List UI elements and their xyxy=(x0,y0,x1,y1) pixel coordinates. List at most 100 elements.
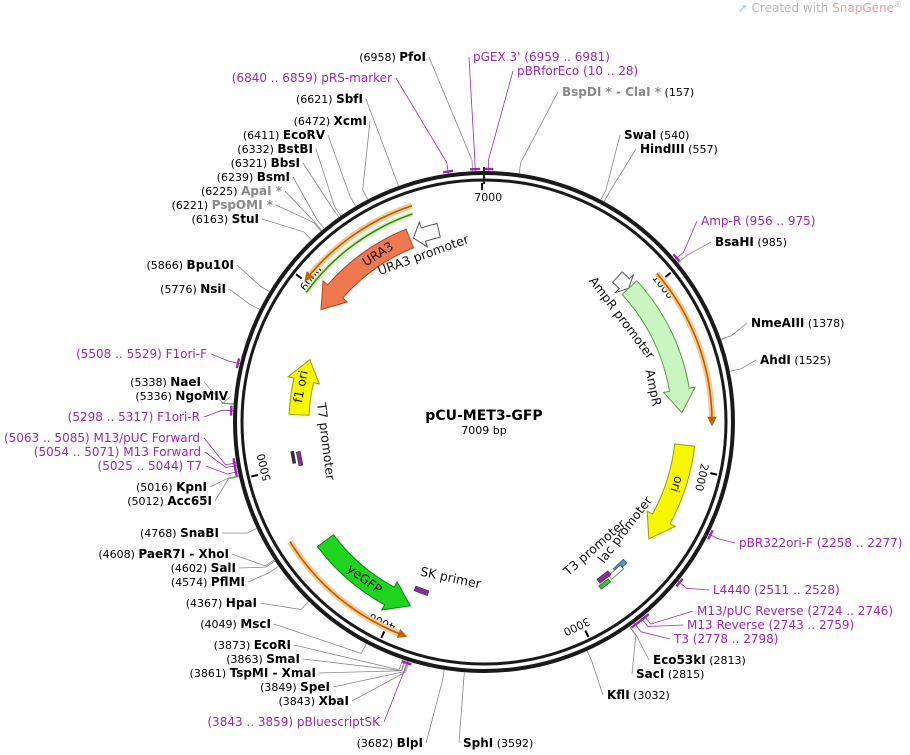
site-label: Amp-R (956 .. 975) xyxy=(701,214,815,228)
leader-line xyxy=(204,451,237,468)
site-label: (3873) EcoRI xyxy=(214,638,291,652)
tick-mark xyxy=(251,473,259,478)
primer-binding-mark xyxy=(442,169,454,174)
enzyme-name: Eco53kI xyxy=(653,653,706,667)
tick-mark xyxy=(710,472,718,476)
leader-line xyxy=(293,644,403,671)
enzyme-name: PaeR7I - XhoI xyxy=(138,547,229,561)
enzyme-coord: (6163) xyxy=(192,213,232,226)
leader-line xyxy=(292,176,325,229)
enzyme-name: MscI xyxy=(240,617,271,631)
enzyme-coord: (3863) xyxy=(226,653,266,666)
site-label: (4768) SnaBI xyxy=(140,526,219,540)
primer-name: L4440 xyxy=(713,583,750,597)
primer-binding-mark xyxy=(470,167,481,171)
leader-line xyxy=(677,580,710,591)
site-label: BspDI * - ClaI * (157) xyxy=(562,85,694,99)
site-label: M13/pUC Reverse (2724 .. 2746) xyxy=(697,604,893,618)
primer-coord: (2778 .. 2798) xyxy=(689,632,779,646)
site-label: (6472) XcmI xyxy=(294,114,367,128)
enzyme-coord: (6472) xyxy=(294,115,334,128)
leader-line xyxy=(362,120,371,200)
leader-line xyxy=(428,56,473,172)
site-label: (6411) EcoRV xyxy=(243,128,326,142)
leader-line xyxy=(221,528,257,534)
watermark-mark: ® xyxy=(894,0,902,9)
site-label: L4440 (2511 .. 2528) xyxy=(713,583,840,597)
enzyme-name: HpaI xyxy=(226,596,257,610)
primer-coord: (5063 .. 5085) xyxy=(4,431,94,445)
plasmid-length: 7009 bp xyxy=(461,424,506,437)
primer-coord: (6840 .. 6859) xyxy=(232,71,322,85)
site-label: SphI (3592) xyxy=(463,736,533,750)
site-label: AhdI (1525) xyxy=(760,353,831,367)
enzyme-name: SphI xyxy=(463,736,493,750)
sk-primer-mark xyxy=(413,585,430,596)
enzyme-name: TspMI - XmaI xyxy=(230,666,316,680)
leader-line xyxy=(383,660,408,723)
site-label: (6225) ApaI * xyxy=(201,184,283,198)
primer-coord: (2511 .. 2528) xyxy=(750,583,840,597)
primer-name: M13/pUC Forward xyxy=(93,431,200,445)
enzyme-coord: (2815) xyxy=(664,668,704,681)
tick-mark xyxy=(380,631,386,639)
site-label: (4049) MscI xyxy=(200,617,271,631)
enzyme-coord: (3873) xyxy=(214,639,254,652)
enzyme-name: KflI xyxy=(607,688,630,702)
leader-line xyxy=(238,560,276,569)
enzyme-name: EcoRV xyxy=(283,128,326,142)
lac-promoter-mark xyxy=(607,564,625,580)
site-label: SwaI (540) xyxy=(624,128,689,142)
primer-coord: (10 .. 28) xyxy=(579,64,638,78)
leader-line xyxy=(247,565,279,583)
leader-line xyxy=(640,617,684,627)
primer-name: pBluescriptSK xyxy=(297,715,381,729)
site-label: (4574) PflMI xyxy=(171,575,245,589)
primer-coord: (2258 .. 2277) xyxy=(813,536,903,550)
primer-name: M13 Forward xyxy=(123,445,201,459)
leader-line xyxy=(677,241,712,263)
leader-line xyxy=(629,626,650,661)
enzyme-name: Acc65I xyxy=(167,494,212,508)
enzyme-coord: (4049) xyxy=(200,618,240,631)
site-label: SacI (2815) xyxy=(636,667,704,681)
enzyme-name: NsiI xyxy=(200,282,226,296)
snapgene-watermark: ➚ Created with SnapGene® xyxy=(738,0,902,15)
enzyme-coord: (6621) xyxy=(296,93,336,106)
primer-binding-mark xyxy=(707,529,714,540)
site-label: (5063 .. 5085) M13/pUC Forward xyxy=(4,431,200,445)
enzyme-coord: (5336) xyxy=(135,390,175,403)
enzyme-name: ApaI * xyxy=(241,184,283,198)
primer-name: pBRforEco xyxy=(517,64,579,78)
site-label: T3 (2778 .. 2798) xyxy=(673,632,778,646)
leader-line xyxy=(302,162,340,218)
enzyme-name: PflMI xyxy=(211,575,245,589)
site-label: (6321) BbsI xyxy=(231,156,300,170)
enzyme-coord: (4608) xyxy=(98,548,138,561)
primer-name: F1ori-F xyxy=(166,347,207,361)
enzyme-name: BbsI xyxy=(271,156,300,170)
primer-binding-mark xyxy=(233,467,239,478)
enzyme-coord: (4574) xyxy=(171,576,211,589)
leader-line xyxy=(284,190,323,231)
tick-label: 5000 xyxy=(255,452,274,482)
leader-line xyxy=(629,626,637,675)
site-label: Eco53kI (2813) xyxy=(653,653,746,667)
ori-feature xyxy=(646,443,696,540)
enzyme-coord: (6239) xyxy=(217,171,257,184)
leader-line xyxy=(708,533,736,544)
primer-coord: (5025 .. 5044) xyxy=(98,459,188,473)
site-label: M13 Reverse (2743 .. 2759) xyxy=(687,618,854,632)
site-label: (5338) NaeI xyxy=(130,375,201,389)
primer-coord: (5054 .. 5071) xyxy=(34,445,124,459)
enzyme-name: SnaBI xyxy=(180,526,219,540)
enzyme-name: SpeI xyxy=(300,680,330,694)
leader-line xyxy=(487,70,514,172)
enzyme-coord: (6321) xyxy=(231,157,271,170)
enzyme-coord: (6958) xyxy=(359,51,399,64)
enzyme-name: XbaI xyxy=(319,694,349,708)
leader-line xyxy=(275,204,322,232)
enzyme-coord: (5866) xyxy=(146,259,186,272)
leader-line xyxy=(228,288,260,310)
